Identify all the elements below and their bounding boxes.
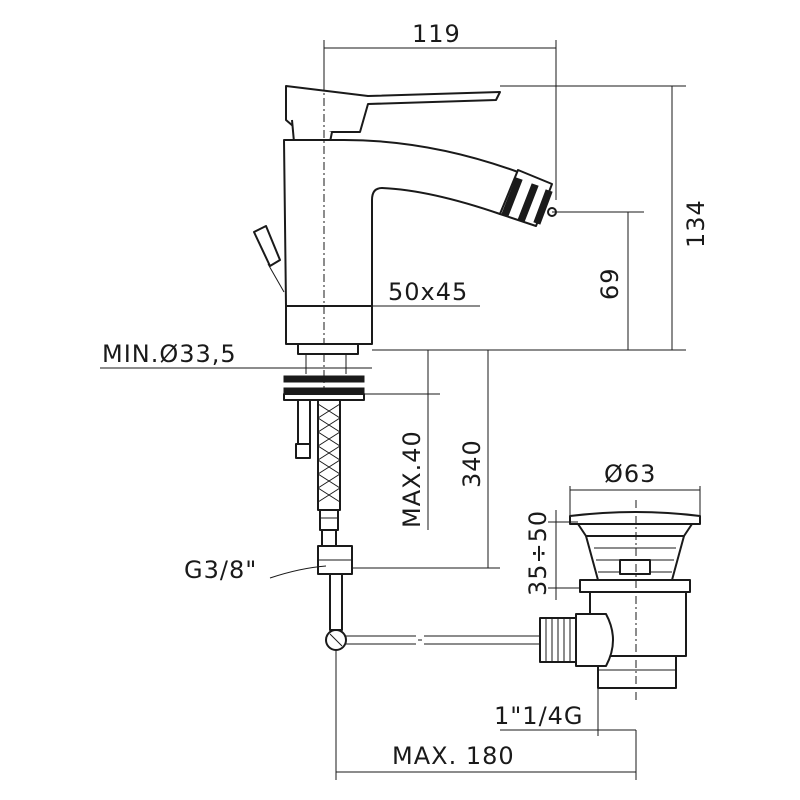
rod-connector bbox=[575, 613, 614, 667]
dim-base-size: 50x45 bbox=[388, 278, 468, 306]
waste-cap bbox=[569, 511, 701, 525]
dim-hose-length: 340 bbox=[458, 439, 486, 488]
waste-nut bbox=[579, 579, 691, 593]
gasket-bottom bbox=[283, 387, 365, 394]
pop-up-linkage bbox=[325, 629, 540, 651]
dim-waste-thread: 1"1/4G bbox=[494, 702, 584, 730]
pop-up-rod bbox=[253, 225, 281, 267]
waste-assembly bbox=[539, 500, 701, 700]
dim-waste-range: 35÷50 bbox=[524, 510, 552, 596]
overflow-slot bbox=[619, 559, 651, 575]
dimension-lines bbox=[100, 40, 701, 780]
dim-overall-height: 134 bbox=[682, 199, 710, 248]
dimension-labels: 119 134 69 50x45 MIN.Ø33,5 MAX.40 340 G3… bbox=[102, 20, 710, 770]
under-deck-fixings bbox=[283, 343, 365, 631]
faucet-base bbox=[285, 305, 373, 345]
lever-handle bbox=[285, 85, 501, 133]
flexible-hose bbox=[317, 399, 341, 511]
dim-waste-diameter: Ø63 bbox=[604, 460, 656, 488]
gasket-top bbox=[283, 375, 365, 383]
dim-hole-diameter: MIN.Ø33,5 bbox=[102, 340, 237, 368]
dim-body-width: 119 bbox=[412, 20, 461, 48]
spray-nozzle bbox=[499, 169, 557, 227]
waste-tail-lower bbox=[597, 655, 677, 689]
dim-deck-thickness: MAX.40 bbox=[398, 430, 426, 528]
fixing-stud bbox=[297, 399, 311, 445]
dim-spout-height: 69 bbox=[596, 267, 624, 300]
faucet-body bbox=[283, 139, 519, 307]
dim-connection-thread: G3/8" bbox=[184, 556, 257, 584]
dim-rod-length: MAX. 180 bbox=[392, 742, 515, 770]
waste-flange bbox=[577, 523, 693, 537]
faucet bbox=[253, 50, 557, 400]
